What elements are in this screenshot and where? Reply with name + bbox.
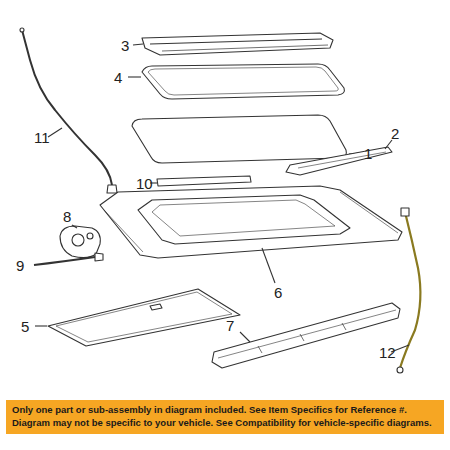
callout-number: 12 [379,345,396,360]
callout-number: 3 [121,38,129,53]
callout-number: 7 [226,318,234,333]
notice-box: Only one part or sub-assembly in diagram… [6,400,444,434]
callout-number: 11 [34,130,50,145]
notice-text: Only one part or sub-assembly in diagram… [12,404,438,430]
callout-number: 9 [16,258,24,273]
callout-number: 8 [63,209,71,224]
callout-number: 5 [21,319,29,334]
callout-number: 4 [114,70,122,85]
callout-number: 1 [364,146,372,161]
callout-number: 6 [274,285,282,300]
callout-number: 2 [391,126,399,141]
callout-number: 10 [136,176,153,191]
